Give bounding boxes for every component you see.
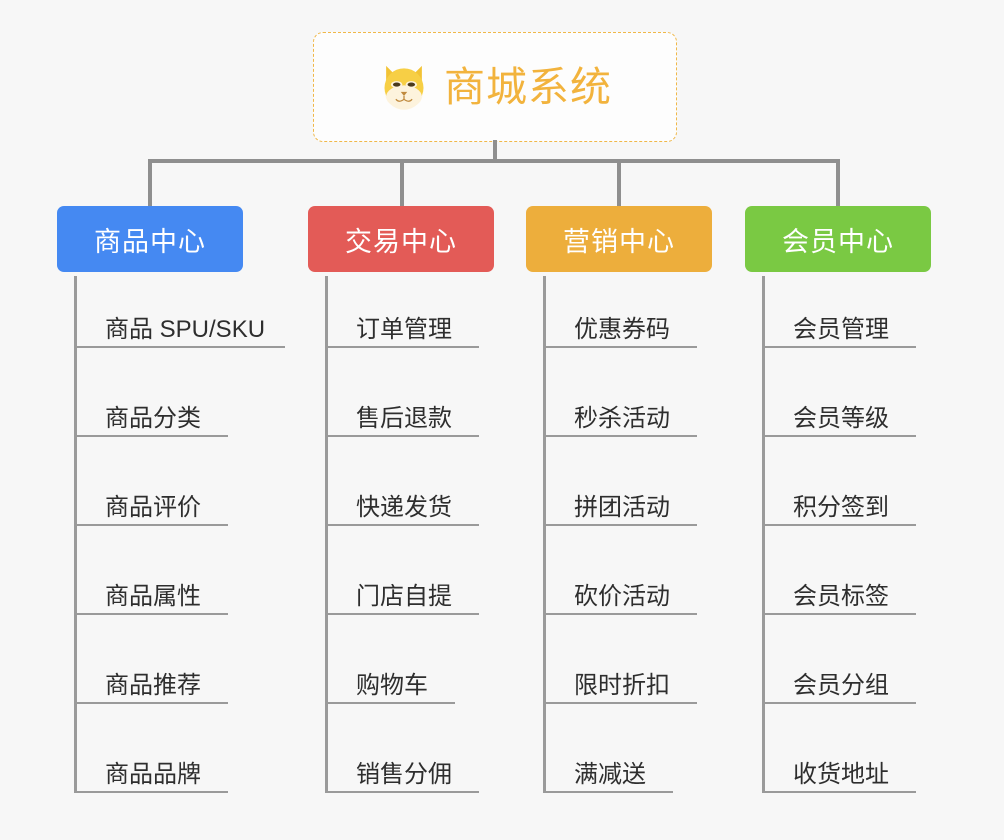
leaf-item-label: 商品属性 (105, 582, 201, 610)
leaf-item-label: 收货地址 (793, 760, 889, 788)
leaf-item[interactable]: 会员管理 (762, 282, 916, 348)
leaf-item[interactable]: 限时折扣 (543, 638, 697, 704)
connector-stem (493, 140, 497, 163)
leaf-item-label: 优惠券码 (574, 315, 670, 343)
leaf-item-label: 会员管理 (793, 315, 889, 343)
leaf-item-label: 会员标签 (793, 582, 889, 610)
leaf-item[interactable]: 商品品牌 (74, 727, 228, 793)
root-node-shop-system[interactable]: 商城系统 (313, 32, 677, 142)
leaf-item-label: 砍价活动 (574, 582, 670, 610)
leaf-spine-marketing-center (543, 276, 546, 793)
leaf-item-label: 快递发货 (356, 493, 452, 521)
category-label: 营销中心 (563, 226, 675, 257)
leaf-item-label: 商品 SPU/SKU (105, 315, 266, 343)
leaf-item-label: 订单管理 (356, 315, 452, 343)
leaf-item[interactable]: 门店自提 (325, 549, 479, 615)
leaf-item[interactable]: 会员分组 (762, 638, 916, 704)
leaf-item-label: 积分签到 (793, 493, 889, 521)
connector-horizontal-bar (148, 159, 840, 163)
leaf-item[interactable]: 购物车 (325, 638, 455, 704)
leaf-item[interactable]: 商品评价 (74, 460, 228, 526)
leaf-spine-product-center (74, 276, 77, 793)
leaf-item[interactable]: 秒杀活动 (543, 371, 697, 437)
category-box-marketing-center[interactable]: 营销中心 (526, 206, 712, 272)
category-label: 商品中心 (94, 226, 206, 257)
leaf-item[interactable]: 会员标签 (762, 549, 916, 615)
leaf-item-label: 商品推荐 (105, 671, 201, 699)
category-label: 交易中心 (345, 226, 457, 257)
leaf-item-label: 会员等级 (793, 404, 889, 432)
leaf-item-label: 购物车 (356, 671, 428, 699)
leaf-item[interactable]: 收货地址 (762, 727, 916, 793)
shiba-dog-icon (384, 65, 424, 110)
leaf-item-label: 商品品牌 (105, 760, 201, 788)
leaf-item[interactable]: 优惠券码 (543, 282, 697, 348)
category-box-member-center[interactable]: 会员中心 (745, 206, 931, 272)
leaf-item-label: 商品评价 (105, 493, 201, 521)
leaf-item-label: 限时折扣 (574, 671, 670, 699)
leaf-item-label: 售后退款 (356, 404, 452, 432)
leaf-item[interactable]: 订单管理 (325, 282, 479, 348)
leaf-item-label: 满减送 (574, 760, 646, 788)
connector-drop-member-center (836, 161, 840, 206)
leaf-item-label: 商品分类 (105, 404, 201, 432)
leaf-item[interactable]: 会员等级 (762, 371, 916, 437)
leaf-item[interactable]: 拼团活动 (543, 460, 697, 526)
leaf-item[interactable]: 售后退款 (325, 371, 479, 437)
leaf-item[interactable]: 积分签到 (762, 460, 916, 526)
leaf-item[interactable]: 砍价活动 (543, 549, 697, 615)
leaf-item-label: 拼团活动 (574, 493, 670, 521)
leaf-spine-member-center (762, 276, 765, 793)
connector-drop-trade-center (400, 161, 404, 206)
leaf-item[interactable]: 快递发货 (325, 460, 479, 526)
leaf-item[interactable]: 商品属性 (74, 549, 228, 615)
connector-drop-product-center (148, 161, 152, 206)
leaf-item-label: 会员分组 (793, 671, 889, 699)
leaf-item[interactable]: 销售分佣 (325, 727, 479, 793)
root-title: 商城系统 (444, 63, 612, 110)
leaf-item[interactable]: 商品 SPU/SKU (74, 282, 285, 348)
leaf-item[interactable]: 商品推荐 (74, 638, 228, 704)
leaf-item-label: 销售分佣 (356, 760, 452, 788)
leaf-spine-trade-center (325, 276, 328, 793)
connector-drop-marketing-center (617, 161, 621, 206)
leaf-item[interactable]: 满减送 (543, 727, 673, 793)
category-label: 会员中心 (782, 226, 894, 257)
leaf-item-label: 秒杀活动 (574, 404, 670, 432)
leaf-item[interactable]: 商品分类 (74, 371, 228, 437)
category-box-product-center[interactable]: 商品中心 (57, 206, 243, 272)
leaf-item-label: 门店自提 (356, 582, 452, 610)
category-box-trade-center[interactable]: 交易中心 (308, 206, 494, 272)
